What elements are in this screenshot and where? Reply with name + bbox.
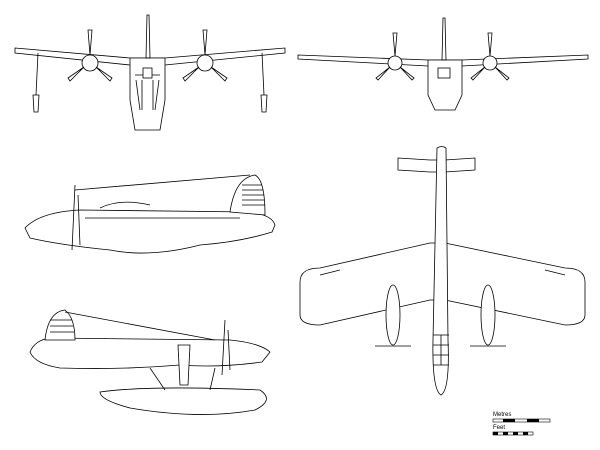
scale-bar-metres — [492, 418, 551, 423]
side-view-floats-up — [24, 174, 276, 254]
front-view-floats-up — [297, 17, 589, 111]
side-view-floats-down — [29, 309, 271, 415]
top-view — [299, 146, 586, 396]
feet-label: Feet — [493, 425, 506, 431]
left-propeller — [67, 29, 113, 82]
front-view-floats-down — [14, 14, 286, 131]
scale-bar-feet — [492, 431, 534, 436]
metres-label: Metres — [493, 412, 512, 418]
right-propeller — [182, 29, 228, 82]
